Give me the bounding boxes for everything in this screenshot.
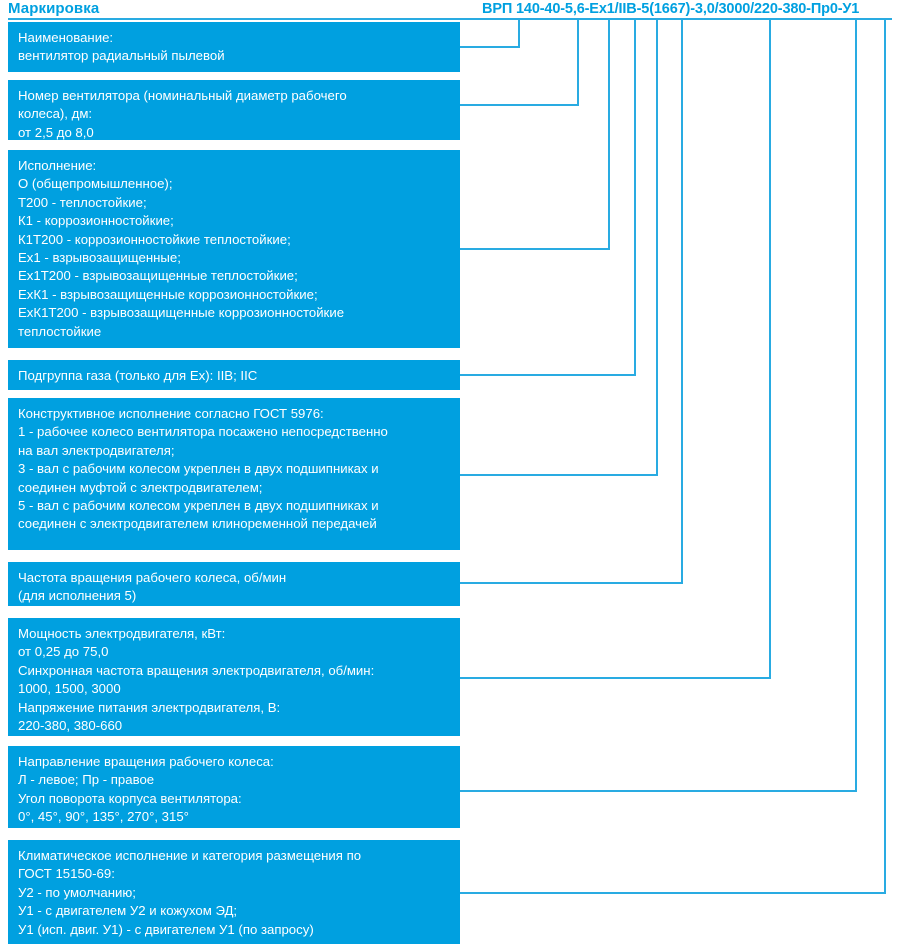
connector-line-motor-power-vertical — [769, 18, 771, 678]
connector-line-impeller-speed-horizontal — [460, 582, 683, 584]
page-title: Маркировка — [8, 0, 100, 17]
connector-line-gas-subgroup-vertical — [634, 18, 636, 375]
connector-line-rotation-direction-vertical — [855, 18, 857, 791]
connector-line-impeller-speed-vertical — [681, 18, 683, 583]
designation-part-climatic: Климатическое исполнение и категория раз… — [8, 840, 460, 944]
connector-line-fan-number-vertical — [577, 18, 579, 105]
designation-part-execution: Исполнение: О (общепромышленное); Т200 -… — [8, 150, 460, 348]
designation-part-gas-subgroup: Подгруппа газа (только для Ех): IIВ; IIС — [8, 360, 460, 390]
designation-part-fan-number: Номер вентилятора (номинальный диаметр р… — [8, 80, 460, 140]
connector-line-fan-number-horizontal — [460, 104, 579, 106]
designation-part-rotation-direction: Направление вращения рабочего колеса: Л … — [8, 746, 460, 828]
connector-line-construction-vertical — [656, 18, 658, 475]
connector-line-construction-horizontal — [460, 474, 658, 476]
product-designation-code: ВРП 140-40-5,6-Ex1/IIB-5(1667)-3,0/3000/… — [482, 1, 860, 17]
designation-part-construction: Конструктивное исполнение согласно ГОСТ … — [8, 398, 460, 550]
designation-part-name: Наименование: вентилятор радиальный пыле… — [8, 22, 460, 72]
connector-line-execution-vertical — [608, 18, 610, 249]
connector-line-execution-horizontal — [460, 248, 610, 250]
connector-line-name-vertical — [518, 18, 520, 47]
connector-line-gas-subgroup-horizontal — [460, 374, 636, 376]
title-divider — [8, 18, 892, 20]
connector-line-climatic-vertical — [884, 18, 886, 893]
designation-part-impeller-speed: Частота вращения рабочего колеса, об/мин… — [8, 562, 460, 606]
connector-line-name-horizontal — [460, 46, 520, 48]
designation-part-motor-power: Мощность электродвигателя, кВт: от 0,25 … — [8, 618, 460, 736]
connector-line-rotation-direction-horizontal — [460, 790, 857, 792]
connector-line-motor-power-horizontal — [460, 677, 771, 679]
connector-line-climatic-horizontal — [460, 892, 886, 894]
